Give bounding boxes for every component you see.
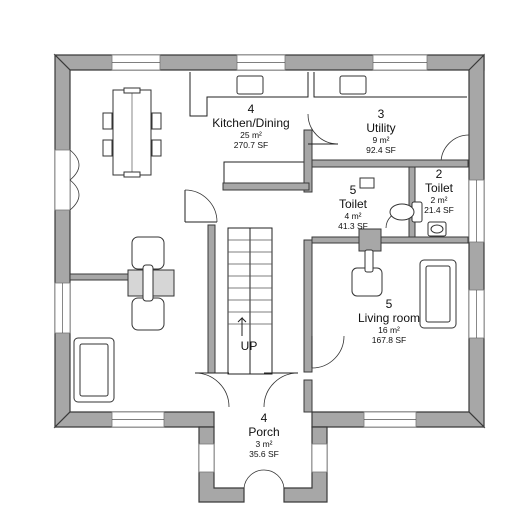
utility-counter	[313, 72, 467, 98]
doors	[184, 113, 403, 489]
room-label-toilet-small[interactable]: 2 Toilet 2 m² 21.4 SF	[424, 167, 454, 215]
svg-text:Kitchen/Dining: Kitchen/Dining	[212, 116, 289, 130]
wall-utility-bottom	[311, 159, 469, 168]
armchair-living	[351, 249, 383, 297]
svg-text:9 m²: 9 m²	[373, 135, 390, 145]
svg-text:21.4 SF: 21.4 SF	[424, 205, 454, 215]
svg-text:4: 4	[248, 102, 255, 116]
svg-text:Toilet: Toilet	[339, 197, 368, 211]
dining-table	[102, 87, 162, 178]
sofa-living	[419, 259, 457, 329]
svg-text:35.6 SF: 35.6 SF	[249, 449, 279, 459]
svg-text:4 m²: 4 m²	[345, 211, 362, 221]
svg-text:Utility: Utility	[366, 121, 395, 135]
sofa-kitchen	[73, 337, 115, 403]
wall-toilet-bottom	[311, 236, 469, 244]
room-label-kitchen[interactable]: 4 Kitchen/Dining 25 m² 270.7 SF	[212, 102, 289, 150]
wall-stair-left	[207, 224, 216, 374]
stairs-up-label: UP	[241, 339, 258, 353]
svg-text:Toilet: Toilet	[425, 181, 454, 195]
wall-stair-right	[303, 239, 313, 373]
window-porch-right	[311, 443, 328, 473]
wall-hall-top	[222, 182, 310, 191]
wall-left	[54, 53, 71, 429]
room-label-utility[interactable]: 3 Utility 9 m² 92.4 SF	[366, 107, 396, 155]
room-label-porch[interactable]: 4 Porch 3 m² 35.6 SF	[248, 411, 279, 459]
kitchen-sink	[236, 75, 264, 95]
room-labels: 4 Kitchen/Dining 25 m² 270.7 SF 3 Utilit…	[212, 102, 454, 459]
svg-text:25 m²: 25 m²	[240, 130, 262, 140]
svg-text:Porch: Porch	[248, 425, 279, 439]
svg-text:5: 5	[386, 297, 393, 311]
svg-text:41.3 SF: 41.3 SF	[338, 221, 368, 231]
wall-dining-stub	[69, 273, 129, 281]
svg-text:2 m²: 2 m²	[431, 195, 448, 205]
wall-hall-lower	[303, 379, 313, 413]
svg-text:5: 5	[350, 183, 357, 197]
column-toilet	[358, 228, 382, 252]
toilet-fixture-small	[427, 221, 447, 237]
svg-text:92.4 SF: 92.4 SF	[366, 145, 396, 155]
toilet-fixture-large	[359, 177, 423, 223]
svg-text:3 m²: 3 m²	[256, 439, 273, 449]
svg-text:3: 3	[378, 107, 385, 121]
furniture	[73, 75, 457, 403]
room-label-living[interactable]: 5 Living room 16 m² 167.8 SF	[358, 297, 420, 345]
svg-text:Living room: Living room	[358, 311, 420, 325]
svg-text:4: 4	[261, 411, 268, 425]
utility-sink	[339, 75, 367, 95]
svg-text:167.8 SF: 167.8 SF	[372, 335, 407, 345]
svg-text:2: 2	[436, 167, 443, 181]
french-door-left	[54, 149, 71, 211]
window-porch-left	[198, 443, 215, 473]
staircase[interactable]: UP	[227, 227, 273, 375]
svg-text:270.7 SF: 270.7 SF	[234, 140, 269, 150]
room-label-toilet[interactable]: 5 Toilet 4 m² 41.3 SF	[338, 183, 368, 231]
windows	[54, 54, 485, 473]
dining-chairs-round	[131, 236, 165, 331]
svg-text:16 m²: 16 m²	[378, 325, 400, 335]
